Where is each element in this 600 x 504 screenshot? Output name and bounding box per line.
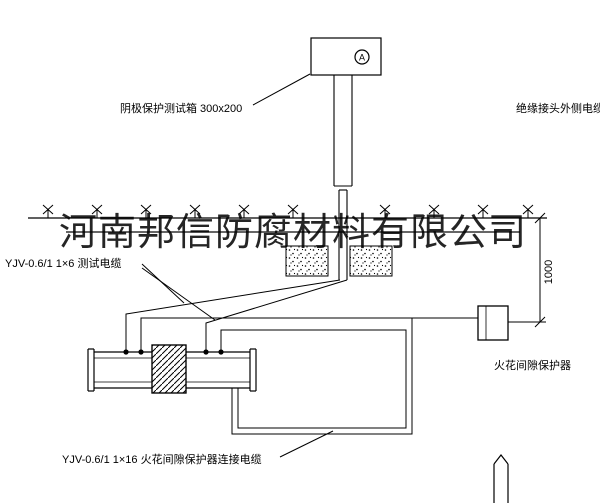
spark-cable-leader	[279, 430, 334, 458]
test-box-label: 阴极保护测试箱 300x200	[120, 101, 242, 115]
pipe-end-cap-left	[87, 348, 95, 392]
watermark-text: 河南邦信防腐材料有限公司	[59, 212, 527, 254]
ground-symbol	[91, 204, 103, 218]
test-cable-label: YJV-0.6/1 1×6 测试电缆	[5, 257, 121, 270]
ground-symbol	[189, 204, 201, 218]
test-box-leader-line	[252, 73, 311, 106]
spark-cable-top-run	[140, 317, 478, 352]
test-box-outline	[310, 37, 382, 76]
spark-protector-label: 火花间隙保护器	[494, 358, 571, 372]
cable-connection-dot	[218, 349, 224, 355]
cable-connection-dot	[123, 349, 129, 355]
ground-symbol	[477, 204, 489, 218]
concrete-block-left	[285, 245, 329, 277]
ground-symbol	[140, 204, 152, 218]
ground-symbol	[379, 204, 391, 218]
dimension-tick-bottom	[534, 316, 546, 328]
pipe-end-cap-right	[249, 348, 257, 392]
ground-symbol	[287, 204, 299, 218]
test-box	[310, 37, 382, 76]
dimension-tick-top	[534, 212, 546, 224]
cables	[125, 279, 478, 435]
outer-cable-label: 绝缘接头外侧电缆	[516, 101, 600, 115]
ground-symbol	[522, 204, 534, 218]
cable-connection-dot	[203, 349, 209, 355]
spark-gap-protector	[477, 305, 509, 341]
dimension-text: 1000	[543, 260, 555, 284]
test-cable-line-left	[125, 279, 341, 352]
cable-connection-dot	[138, 349, 144, 355]
ground-symbol	[42, 204, 54, 218]
test-cable-leader-2	[141, 267, 216, 321]
ammeter-circle	[354, 49, 370, 65]
riser-conduit	[333, 75, 353, 280]
spark-gap-protector-box	[477, 305, 509, 341]
ground-symbol	[428, 204, 440, 218]
cable-connection-dots	[123, 349, 224, 355]
ammeter-label: A	[359, 53, 365, 63]
insulating-joint-hatch	[151, 344, 187, 394]
spark-cable-label: YJV-0.6/1 1×16 火花间隙保护器连接电缆	[62, 452, 262, 466]
spark-cable-loop-inner	[220, 329, 407, 429]
test-cable-line-right	[205, 279, 348, 352]
ground-symbol	[238, 204, 250, 218]
ground-symbols	[42, 204, 534, 218]
pipe-break-symbol	[493, 454, 509, 503]
concrete-block-right	[349, 245, 393, 277]
spark-cable-loop-outer	[231, 318, 413, 435]
dimension-1000	[508, 212, 546, 328]
